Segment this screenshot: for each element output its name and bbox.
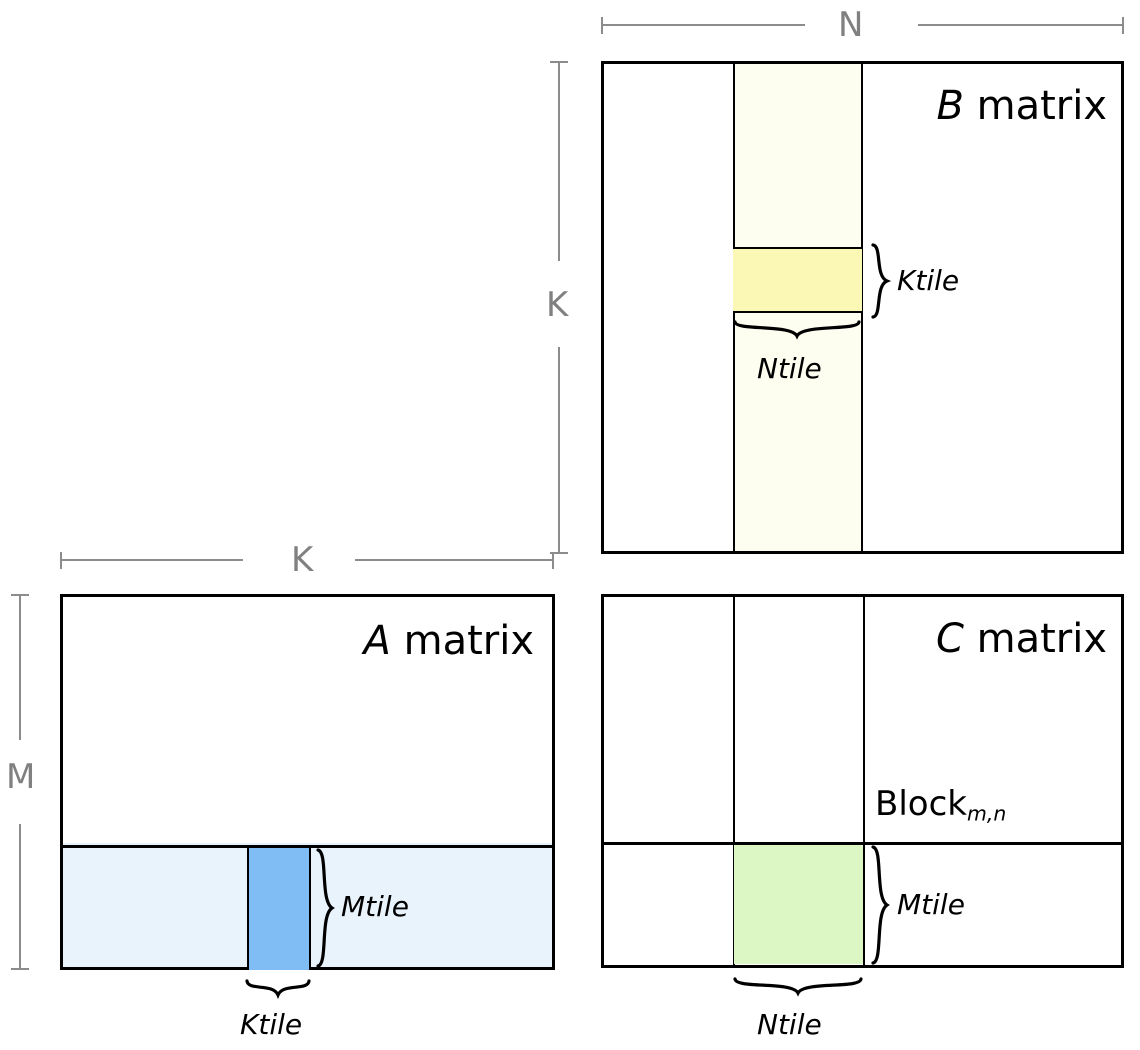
b-ktile-brace [869,243,895,319]
c-matrix-block-label: Blockm,n [875,787,1006,824]
dim-m-line-top [19,594,21,740]
b-matrix-label: B matrix [936,86,1107,126]
c-mtile-brace [869,845,895,965]
c-matrix-label-symbol: C [935,616,964,662]
c-mtile-label: Mtile [897,888,965,921]
dim-k-vertical-label: K [546,285,569,325]
dim-k-v-line-bottom [558,347,560,553]
dim-k-v-tick-bottom [550,552,568,554]
b-matrix-ktile-tile [733,247,862,313]
a-mtile-label: Mtile [341,890,409,923]
dim-n-tick-right [1122,17,1124,34]
dim-k-v-line-top [558,61,560,261]
dim-k-h-tick-right [552,552,554,569]
dim-m-tick-bottom [11,968,29,970]
b-ntile-label: Ntile [757,352,822,385]
b-matrix-box: B matrix [601,61,1124,554]
a-matrix-ktile-tile [247,847,311,970]
b-matrix-label-symbol: B [936,83,964,129]
b-ktile-label: Ktile [897,264,960,297]
a-matrix-grid-line [63,845,552,848]
a-ktile-label: Ktile [240,1008,303,1041]
dim-n-label: N [838,5,864,45]
c-matrix-block-tile [734,844,863,964]
b-ntile-brace [733,318,863,344]
c-matrix-grid-line-left [733,597,735,965]
b-matrix-label-text: matrix [963,83,1107,129]
dim-m-label: M [6,757,36,797]
dim-n-line-left [601,24,805,26]
c-ntile-brace [733,975,865,1001]
a-matrix-box: A matrix [60,594,555,970]
c-matrix-block-label-subscript: m,n [966,801,1007,826]
dim-k-h-line-left [60,559,243,561]
c-matrix-grid-line-right [863,597,865,965]
c-matrix-label-text: matrix [963,616,1107,662]
a-matrix-label-symbol: A [363,618,391,664]
a-matrix-label-text: matrix [390,618,534,664]
a-ktile-brace [245,977,313,1003]
dim-m-line-bottom [19,824,21,969]
c-matrix-label: C matrix [936,619,1107,659]
dim-n-line-right [918,24,1124,26]
a-mtile-brace [314,848,340,968]
dim-k-horizontal-label: K [291,540,314,580]
c-matrix-block-label-text: Block [875,784,967,824]
a-matrix-label: A matrix [364,621,534,661]
c-matrix-grid-line-mid [604,842,1121,845]
c-matrix-box: C matrix Blockm,n [601,594,1124,968]
dim-k-h-line-right [355,559,553,561]
c-ntile-label: Ntile [757,1008,822,1041]
